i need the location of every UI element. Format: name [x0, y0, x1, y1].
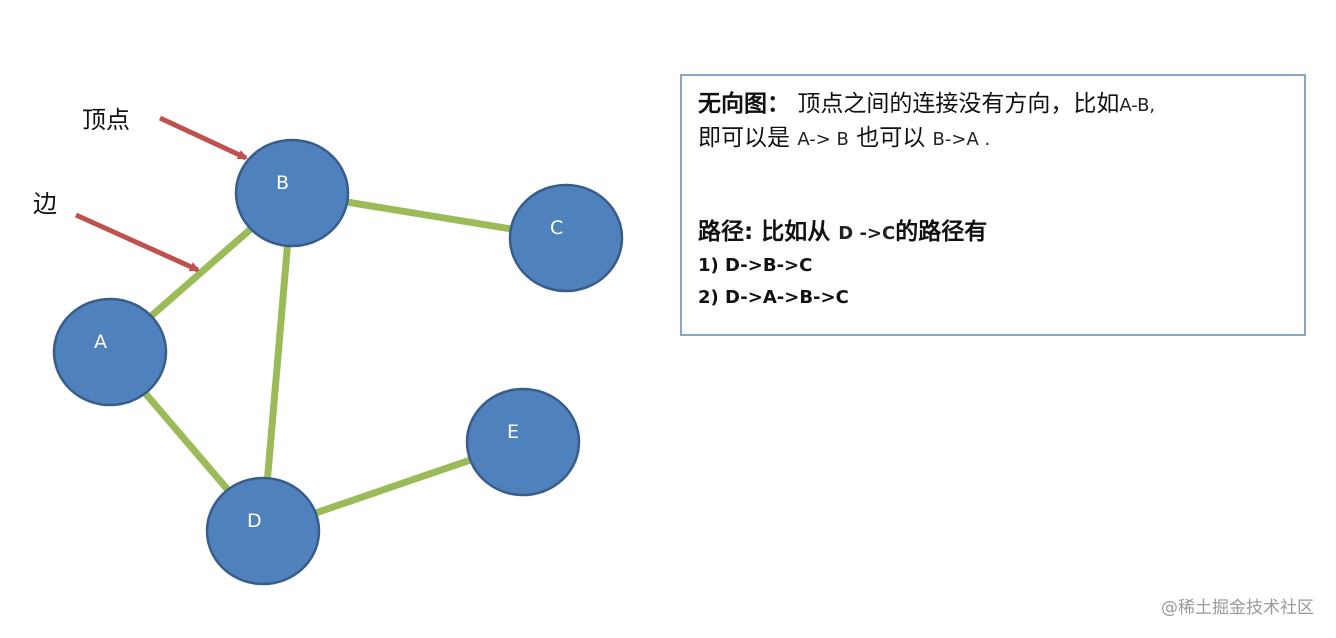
vertex-arrow: [158, 115, 248, 161]
node-circle-B: [234, 138, 350, 248]
node-D: D: [205, 476, 321, 586]
node-E: E: [465, 387, 581, 497]
path-title-line: 路径: 比如从 D ->C的路径有: [698, 216, 1288, 250]
line2-path1: A-> B: [797, 129, 849, 150]
node-label-C: C: [550, 217, 563, 239]
line2-prefix: 即可以是: [698, 125, 790, 151]
node-circle-E: [465, 387, 581, 497]
node-label-A: A: [94, 331, 107, 353]
undirected-line-2: 即可以是 A-> B 也可以 B->A .: [698, 122, 1288, 156]
undirected-line-1: 无向图： 顶点之间的连接没有方向，比如A-B,: [698, 88, 1288, 122]
node-A: A: [52, 297, 168, 407]
vertex-label: 顶点: [82, 106, 130, 134]
nodes-layer: A B C D E: [52, 138, 624, 586]
node-B: B: [234, 138, 350, 248]
graph-diagram: A B C D E 顶点 边: [33, 106, 624, 586]
edge-label: 边: [33, 190, 57, 218]
node-label-E: E: [507, 421, 519, 443]
path-suffix: 的路径有: [895, 219, 988, 245]
watermark: @稀土掘金技术社区: [1161, 598, 1314, 618]
path-item-1: 1) D->B->C: [698, 255, 813, 276]
node-label-B: B: [276, 172, 289, 194]
path-route: D ->C: [838, 223, 896, 244]
undirected-desc: 顶点之间的连接没有方向，比如: [797, 91, 1120, 117]
path-title: 路径:: [698, 219, 754, 245]
node-label-D: D: [247, 510, 262, 532]
annotation-arrows: [74, 115, 248, 273]
node-circle-A: [52, 297, 168, 407]
path-item-2: 2) D->A->B->C: [698, 287, 849, 308]
node-circle-D: [205, 476, 321, 586]
node-circle-C: [508, 183, 624, 293]
node-C: C: [508, 183, 624, 293]
line2-mid: 也可以: [856, 125, 926, 151]
line2-path2: B->A .: [932, 129, 991, 150]
undirected-title: 无向图：: [698, 91, 790, 117]
path-prefix: 比如从: [761, 219, 831, 245]
info-box: 无向图： 顶点之间的连接没有方向，比如A-B, 即可以是 A-> B 也可以 B…: [680, 74, 1306, 336]
edge-B-D: [259, 189, 296, 535]
edge-arrow: [74, 212, 200, 273]
undirected-example: A-B,: [1119, 95, 1156, 116]
